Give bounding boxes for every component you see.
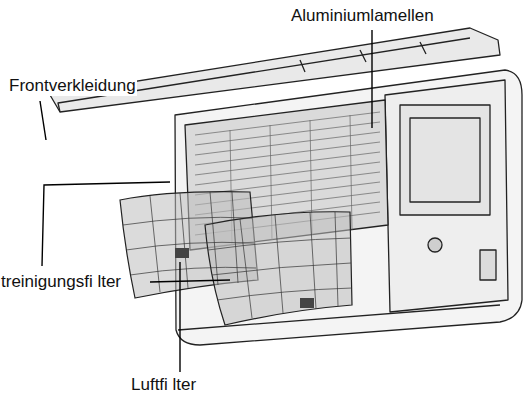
front-cover <box>50 28 500 112</box>
switch <box>480 250 496 280</box>
air-filter <box>205 212 352 325</box>
filter-tab <box>175 248 189 258</box>
filter-tab <box>300 298 314 308</box>
filter-mesh <box>123 192 352 318</box>
front-cover-edge <box>58 38 470 112</box>
part-label: Frontverkleidung <box>8 76 137 96</box>
part-label: Luftfi lter <box>130 375 197 395</box>
part-label: Aluminiumlamellen <box>290 6 435 26</box>
knob <box>428 238 442 252</box>
control-box-inner <box>410 118 480 202</box>
cover-hinges <box>300 42 426 72</box>
side-panel <box>385 80 508 312</box>
control-box <box>400 105 490 215</box>
part-label: treinigungsfi lter <box>0 272 122 292</box>
